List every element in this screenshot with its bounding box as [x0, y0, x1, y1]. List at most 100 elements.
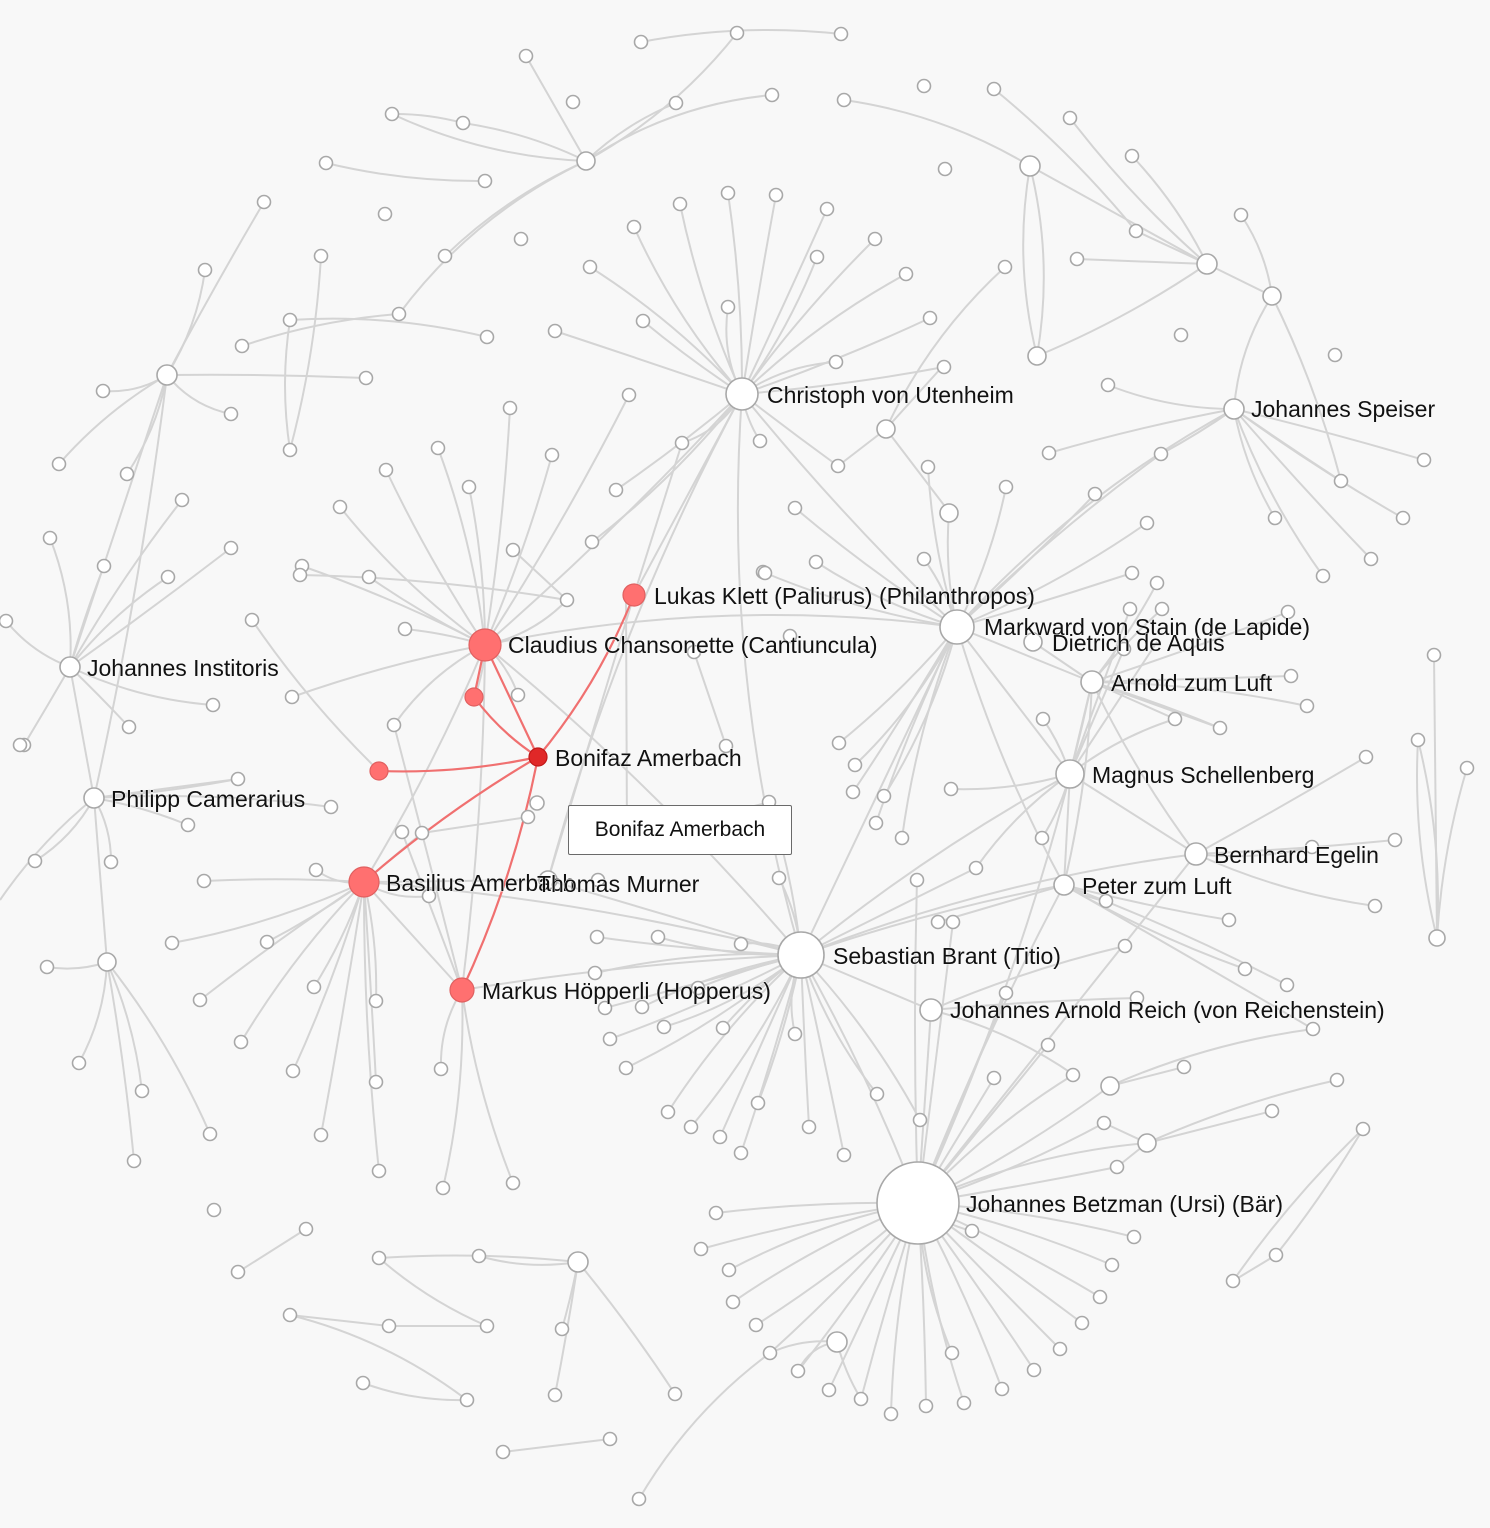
graph-node[interactable] [845, 784, 861, 800]
graph-node-e[interactable] [1027, 346, 1047, 366]
graph-node-reich[interactable] [919, 998, 943, 1022]
graph-node[interactable] [748, 1317, 764, 1333]
graph-node[interactable] [520, 809, 536, 825]
graph-node[interactable] [937, 161, 953, 177]
graph-node[interactable] [836, 1147, 852, 1163]
graph-node[interactable] [298, 1221, 314, 1237]
graph-node[interactable] [1410, 732, 1426, 748]
graph-node-hoepperli[interactable] [449, 977, 475, 1003]
graph-node[interactable] [819, 201, 835, 217]
graph-node[interactable] [381, 1318, 397, 1334]
graph-node[interactable] [547, 1387, 563, 1403]
graph-node[interactable] [1299, 698, 1315, 714]
graph-node[interactable] [1041, 445, 1057, 461]
graph-node[interactable] [292, 567, 308, 583]
graph-node[interactable] [626, 219, 642, 235]
graph-node[interactable] [762, 1345, 778, 1361]
graph-node[interactable] [1149, 575, 1165, 591]
graph-node[interactable] [1074, 1315, 1090, 1331]
graph-node[interactable] [42, 530, 58, 546]
graph-node[interactable] [869, 1086, 885, 1102]
graph-node[interactable] [1315, 568, 1331, 584]
graph-node[interactable] [27, 853, 43, 869]
graph-node[interactable] [867, 231, 883, 247]
label-magnus-schellenberg[interactable]: Magnus Schellenberg [1092, 762, 1315, 789]
graph-node[interactable] [196, 873, 212, 889]
graph-node[interactable] [505, 542, 521, 558]
graph-node[interactable] [721, 1262, 737, 1278]
graph-node[interactable] [358, 370, 374, 386]
graph-node[interactable] [1154, 601, 1170, 617]
graph-node[interactable] [787, 500, 803, 516]
graph-node[interactable] [397, 621, 413, 637]
graph-node[interactable] [282, 1307, 298, 1323]
graph-node[interactable] [1117, 938, 1133, 954]
graph-node[interactable] [368, 1074, 384, 1090]
graph-node[interactable] [547, 323, 563, 339]
graph-node[interactable] [284, 689, 300, 705]
graph-node-c[interactable] [1019, 155, 1041, 177]
graph-node-neighbor[interactable] [464, 687, 484, 707]
graph-node[interactable] [635, 313, 651, 329]
graph-node[interactable] [667, 1386, 683, 1402]
graph-node-peter[interactable] [1053, 874, 1075, 896]
graph-node[interactable] [994, 1381, 1010, 1397]
graph-node[interactable] [259, 934, 275, 950]
graph-node[interactable] [733, 1145, 749, 1161]
graph-node[interactable] [282, 312, 298, 328]
label-bernhard-egelin[interactable]: Bernhard Egelin [1214, 842, 1380, 869]
graph-node[interactable] [306, 979, 322, 995]
graph-node[interactable] [1426, 647, 1442, 663]
graph-node[interactable] [1283, 668, 1299, 684]
label-lukas-klett[interactable]: Lukas Klett (Paliurus) (Philanthropos) [654, 583, 1036, 610]
graph-node[interactable] [1387, 832, 1403, 848]
graph-node[interactable] [674, 435, 690, 451]
graph-node[interactable] [308, 862, 324, 878]
graph-node-l[interactable] [1428, 929, 1446, 947]
graph-node[interactable] [997, 259, 1013, 275]
graph-node[interactable] [945, 914, 961, 930]
graph-node[interactable] [1233, 207, 1249, 223]
graph-node[interactable] [285, 1063, 301, 1079]
graph-node[interactable] [197, 262, 213, 278]
graph-node[interactable] [656, 1019, 672, 1035]
graph-node[interactable] [821, 1382, 837, 1398]
graph-node[interactable] [836, 92, 852, 108]
graph-node[interactable] [205, 697, 221, 713]
graph-node-egelin[interactable] [1184, 842, 1208, 866]
graph-node[interactable] [230, 771, 246, 787]
label-johannes-betzman[interactable]: Johannes Betzman (Ursi) (Bär) [966, 1191, 1284, 1218]
graph-node[interactable] [368, 993, 384, 1009]
graph-node[interactable] [421, 888, 437, 904]
graph-node[interactable] [1096, 1115, 1112, 1131]
graph-node[interactable] [565, 94, 581, 110]
graph-node[interactable] [1122, 601, 1138, 617]
graph-node[interactable] [223, 406, 239, 422]
graph-node[interactable] [693, 1241, 709, 1257]
graph-node[interactable] [461, 479, 477, 495]
graph-node[interactable] [174, 492, 190, 508]
graph-node[interactable] [729, 25, 745, 41]
graph-node[interactable] [433, 1061, 449, 1077]
graph-node[interactable] [1052, 1341, 1068, 1357]
graph-node[interactable] [584, 534, 600, 550]
graph-node[interactable] [720, 299, 736, 315]
graph-node[interactable] [479, 1318, 495, 1334]
graph-node[interactable] [668, 95, 684, 111]
graph-node[interactable] [998, 985, 1014, 1001]
graph-node[interactable] [1333, 473, 1349, 489]
graph-node-camerarius[interactable] [83, 787, 105, 809]
graph-node[interactable] [631, 1491, 647, 1507]
graph-node[interactable] [554, 1321, 570, 1337]
graph-node[interactable] [672, 196, 688, 212]
graph-node[interactable] [660, 1104, 676, 1120]
graph-node[interactable] [1124, 565, 1140, 581]
graph-node[interactable] [922, 310, 938, 326]
graph-node[interactable] [752, 433, 768, 449]
graph-node[interactable] [164, 935, 180, 951]
graph-node[interactable] [597, 1000, 613, 1016]
graph-node[interactable] [1128, 223, 1144, 239]
label-markus-hoepperli[interactable]: Markus Höpperli (Hopperus) [482, 978, 772, 1005]
graph-node[interactable] [1098, 893, 1114, 909]
graph-node[interactable] [1167, 711, 1183, 727]
